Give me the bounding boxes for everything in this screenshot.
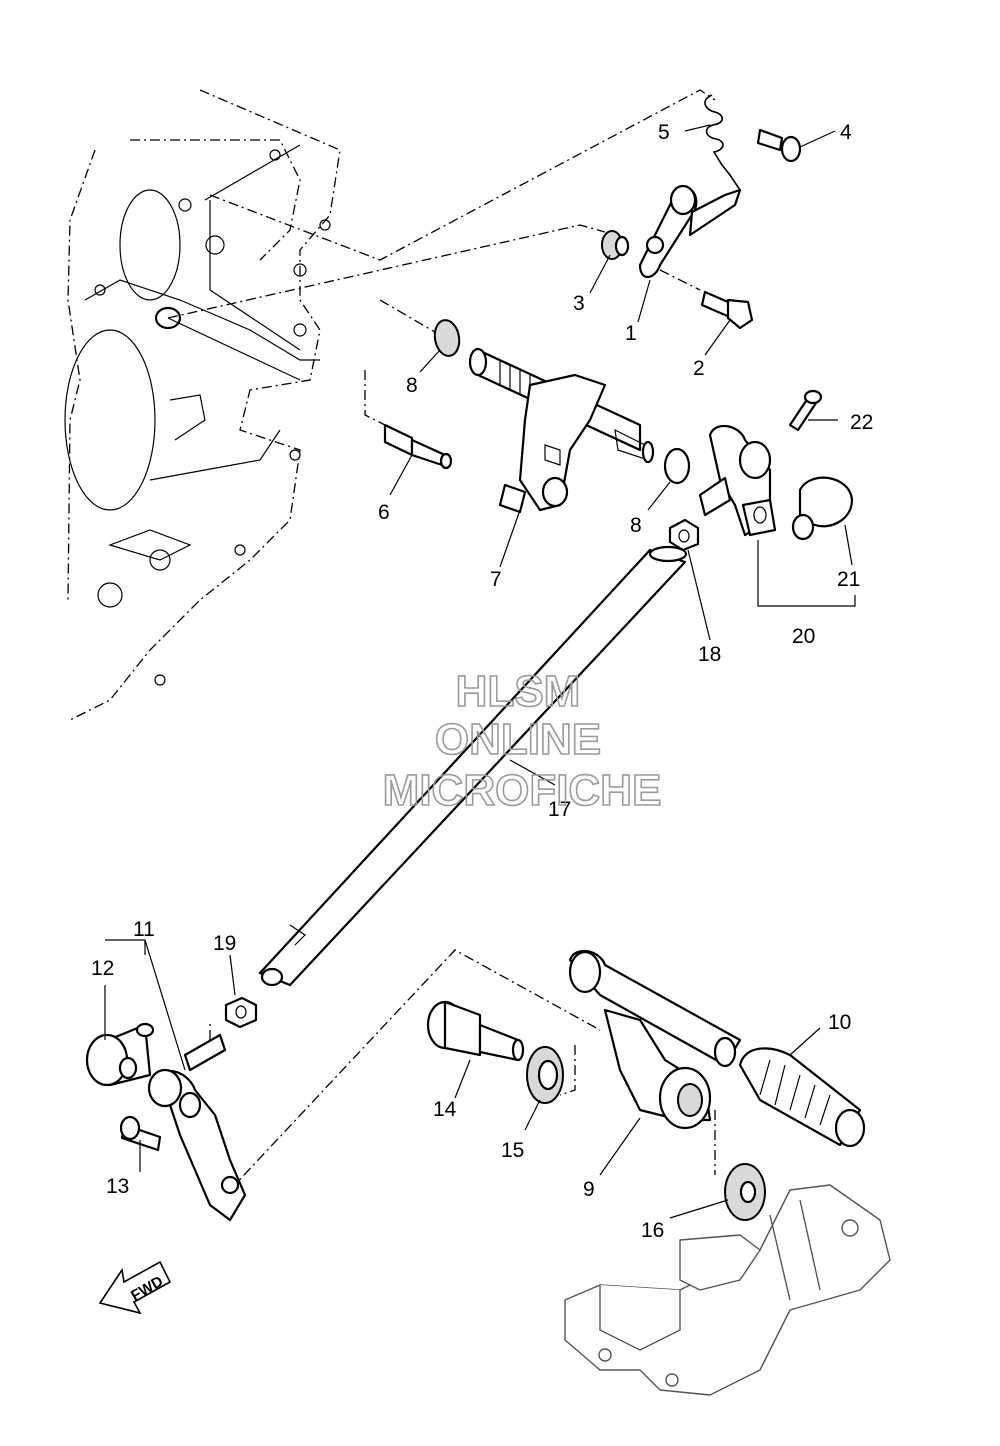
callout-7: 7 — [490, 568, 502, 591]
pivot-bolt — [426, 1000, 525, 1062]
shift-pedal — [568, 949, 742, 1130]
callout-6: 6 — [378, 501, 390, 524]
pedal-rubber — [738, 1047, 866, 1148]
callout-14: 14 — [433, 1098, 457, 1121]
watermark-line-2: ONLINE — [435, 715, 601, 764]
washer-lower — [663, 447, 691, 485]
fwd-label: FWD — [128, 1273, 166, 1305]
shift-shaft-assembly — [468, 347, 655, 514]
fwd-arrow-icon — [98, 1260, 172, 1315]
nut-lower — [224, 996, 258, 1029]
callout-21: 21 — [837, 568, 860, 591]
callout-10: 10 — [828, 1011, 851, 1034]
nut-upper — [668, 518, 700, 552]
callout-numbers: 1 2 3 4 5 6 7 8 8 9 10 11 12 13 14 15 16… — [91, 121, 873, 1242]
pin-bolt — [756, 128, 802, 163]
rod-end-assembly — [698, 389, 854, 541]
watermark: HLSM ONLINE MICROFICHE — [382, 666, 662, 816]
callout-2: 2 — [693, 357, 705, 380]
callout-18: 18 — [698, 643, 721, 666]
washer-upper — [433, 319, 461, 357]
collar — [601, 230, 630, 260]
shift-rod — [258, 545, 688, 987]
callout-8-upper: 8 — [406, 374, 418, 397]
callout-13: 13 — [106, 1175, 129, 1198]
callout-17: 17 — [548, 798, 571, 821]
stud-bolt — [383, 423, 453, 470]
callout-15: 15 — [501, 1139, 524, 1162]
callout-20: 20 — [792, 625, 815, 648]
callout-4: 4 — [840, 121, 852, 144]
callout-9: 9 — [583, 1178, 595, 1201]
callout-19: 19 — [213, 932, 236, 955]
callout-leaders — [104, 124, 856, 1219]
return-spring — [704, 94, 741, 191]
watermark-line-3: MICROFICHE — [383, 766, 662, 815]
callout-3: 3 — [573, 292, 585, 315]
callout-12: 12 — [91, 957, 114, 980]
forward-direction-arrow: FWD — [98, 1260, 172, 1315]
flange-bolt — [700, 290, 754, 330]
callout-16: 16 — [641, 1219, 664, 1242]
frame-bracket-outline — [564, 1184, 891, 1396]
crankcase-outline — [64, 89, 341, 721]
callout-8-lower: 8 — [630, 514, 642, 537]
reference-lines — [167, 89, 716, 1191]
washer-small — [724, 1163, 766, 1221]
stopper-lever — [638, 184, 742, 279]
callout-11: 11 — [133, 918, 155, 941]
callout-1: 1 — [625, 322, 637, 345]
washer-pivot — [526, 1046, 564, 1104]
lower-rod-end-and-lever — [85, 1022, 247, 1222]
callout-5: 5 — [658, 121, 670, 144]
callout-22: 22 — [850, 411, 873, 434]
watermark-line-1: HLSM — [456, 667, 581, 716]
